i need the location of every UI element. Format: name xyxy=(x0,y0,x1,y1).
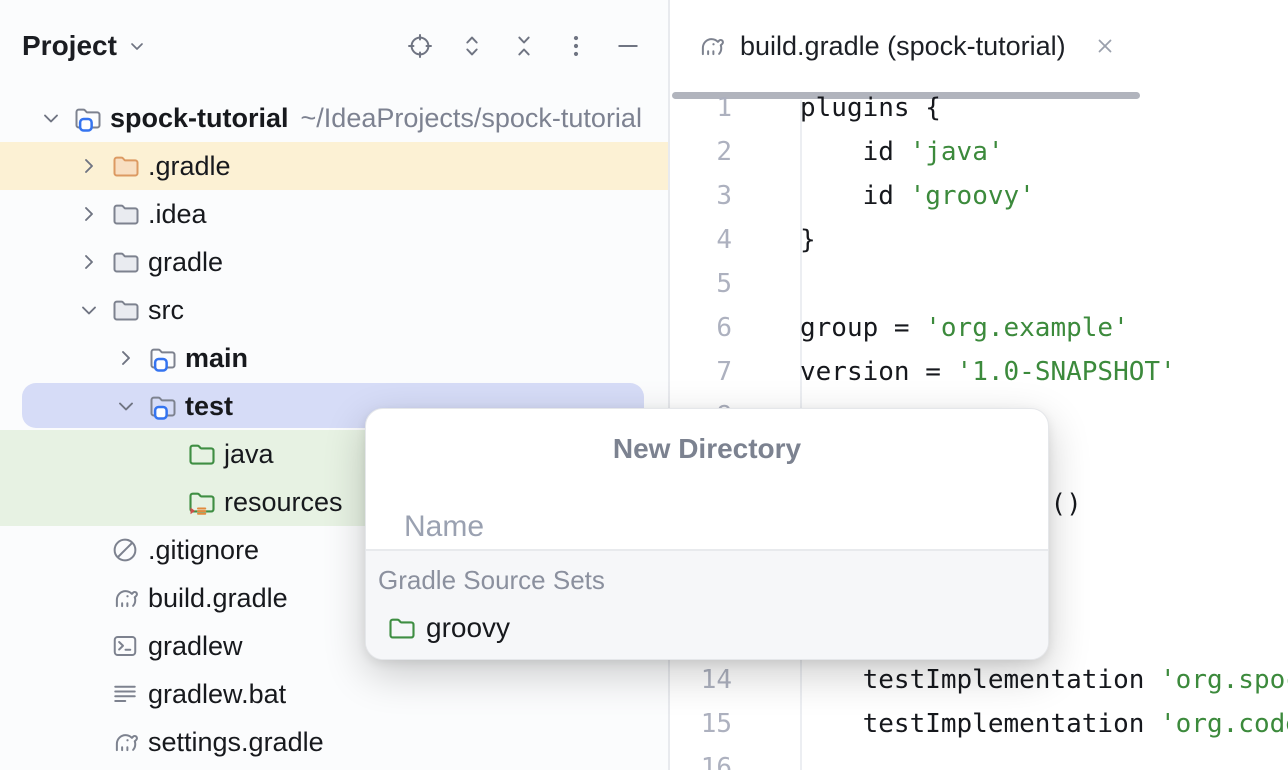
more-options-icon[interactable] xyxy=(562,32,590,60)
panel-toolbar xyxy=(406,32,642,60)
gradle-elephant-icon xyxy=(701,38,724,56)
chevron-down-icon[interactable] xyxy=(38,105,64,131)
gradle-elephant-icon xyxy=(115,590,138,608)
line-number: 2 xyxy=(716,137,732,167)
chevron-down-icon[interactable] xyxy=(76,297,102,323)
tree-item-label: src xyxy=(148,295,184,325)
tree-row-gitignore[interactable]: .gitignore xyxy=(0,526,668,574)
line-number: 15 xyxy=(700,709,732,739)
tree-item-label: main xyxy=(185,343,249,373)
tree-row-spock-tutorial[interactable]: spock-tutorial ~/IdeaProjects/spock-tuto… xyxy=(0,94,668,142)
code-line: 14 testImplementation 'org.spockframewor… xyxy=(670,658,1288,702)
chevron-right-icon[interactable] xyxy=(113,345,139,371)
project-panel-header: Project xyxy=(0,0,668,92)
console-script-icon xyxy=(113,636,137,656)
line-number: 4 xyxy=(716,225,732,255)
tree-row-dot-idea[interactable]: .idea xyxy=(0,190,668,238)
close-tab-icon[interactable] xyxy=(1092,33,1118,59)
module-folder-icon xyxy=(150,348,176,372)
line-number: 5 xyxy=(716,269,732,299)
tree-item-label: java xyxy=(224,439,274,469)
folder-icon xyxy=(113,204,139,225)
tree-row-settings-gradle[interactable]: settings.gradle xyxy=(0,718,668,766)
popup-suggestions: Gradle Source Sets groovy xyxy=(366,549,1048,659)
folder-orange-icon xyxy=(113,156,139,177)
code-line: 5 xyxy=(670,262,1288,306)
tree-row-src[interactable]: src xyxy=(0,286,668,334)
tree-item-label: spock-tutorial xyxy=(110,103,289,133)
module-folder-icon xyxy=(150,396,176,420)
tree-item-label: .gradle xyxy=(148,151,231,181)
chevron-down-icon[interactable] xyxy=(113,393,139,419)
code-line: 16 xyxy=(670,746,1288,770)
line-number: 14 xyxy=(700,665,732,695)
locate-target-icon[interactable] xyxy=(406,32,434,60)
line-number: 6 xyxy=(716,313,732,343)
tree-item-label: test xyxy=(185,391,234,421)
folder-icon xyxy=(113,252,139,273)
chevron-right-icon[interactable] xyxy=(76,153,102,179)
line-number: 3 xyxy=(716,181,732,211)
suggestion-label: groovy xyxy=(426,612,511,643)
gradle-elephant-icon xyxy=(115,734,138,752)
suggestion-item-groovy[interactable]: groovy xyxy=(386,606,1048,650)
tree-item-label: build.gradle xyxy=(148,583,288,613)
code-line: 3 id 'groovy' xyxy=(670,174,1288,218)
tree-item-label: settings.gradle xyxy=(148,727,324,757)
panel-editor-divider[interactable] xyxy=(668,0,670,770)
tab-label: build.gradle (spock-tutorial) xyxy=(740,30,1066,61)
active-tab-underline xyxy=(672,92,1140,99)
tree-item-label: gradlew xyxy=(148,631,243,661)
ignored-file-icon xyxy=(113,538,137,562)
tree-row-dot-gradle[interactable]: .gradle xyxy=(0,142,668,190)
project-view-selector[interactable]: Project xyxy=(22,30,149,62)
resources-folder-icon xyxy=(189,492,215,515)
tree-row-gradle[interactable]: gradle xyxy=(0,238,668,286)
tree-item-label: gradle xyxy=(148,247,224,277)
code-line: 15 testImplementation 'org.codehaus.groo… xyxy=(670,702,1288,746)
module-folder-icon xyxy=(75,108,101,132)
tree-item-label: gradlew.bat xyxy=(148,679,287,709)
code-line: 2 id 'java' xyxy=(670,130,1288,174)
line-number: 16 xyxy=(700,753,732,770)
project-path: ~/IdeaProjects/spock-tutorial xyxy=(300,102,642,133)
editor-tab-bar: build.gradle (spock-tutorial) xyxy=(670,0,1288,92)
tree-item-label: .gitignore xyxy=(148,535,260,565)
directory-name-input[interactable] xyxy=(404,499,1004,555)
chevron-right-icon[interactable] xyxy=(76,201,102,227)
hide-panel-icon[interactable] xyxy=(614,32,642,60)
tree-row-gradlew[interactable]: gradlew xyxy=(0,622,668,670)
collapse-all-icon[interactable] xyxy=(510,32,538,60)
tree-item-label: resources xyxy=(224,487,343,517)
tab-build-gradle[interactable]: build.gradle (spock-tutorial) xyxy=(670,0,1118,92)
expand-all-icon[interactable] xyxy=(458,32,486,60)
folder-green-icon xyxy=(189,444,215,465)
tree-row-main[interactable]: main xyxy=(0,334,668,382)
tree-row-build-gradle[interactable]: build.gradle xyxy=(0,574,668,622)
text-file-icon xyxy=(114,685,136,703)
tree-item-label: .idea xyxy=(148,199,207,229)
popup-section-label: Gradle Source Sets xyxy=(378,565,605,595)
code-line: 4} xyxy=(670,218,1288,262)
chevron-down-icon xyxy=(131,43,143,50)
new-directory-popup: New Directory Gradle Source Sets groovy xyxy=(365,408,1049,660)
chevron-right-icon[interactable] xyxy=(76,249,102,275)
line-number: 7 xyxy=(716,357,732,387)
line-number: 1 xyxy=(716,93,732,123)
tree-row-gradlew-bat[interactable]: gradlew.bat xyxy=(0,670,668,718)
popup-title: New Directory xyxy=(612,433,802,464)
project-panel-title: Project xyxy=(22,30,117,61)
folder-green-icon xyxy=(389,618,415,639)
folder-icon xyxy=(113,300,139,321)
